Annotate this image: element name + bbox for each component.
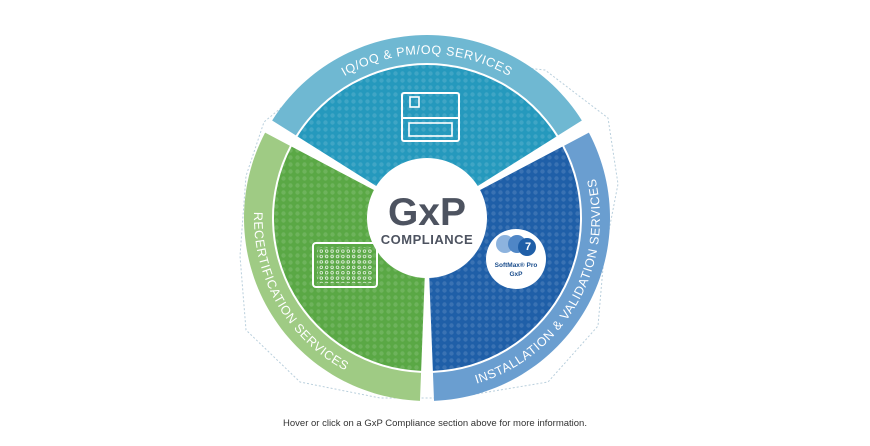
version-glyph: 7 <box>525 241 531 253</box>
caption: Hover or click on a GxP Compliance secti… <box>283 418 587 429</box>
hub-circle <box>371 162 483 274</box>
badge-line1: SoftMax® Pro <box>495 261 538 269</box>
badge-line2: GxP <box>509 271 523 278</box>
microplate-icon <box>312 242 378 288</box>
hub-title: GxP <box>388 191 466 234</box>
segment-installation-validation-services[interactable]: INSTALLATION & VALIDATION SERVICES 7 Sof… <box>429 132 610 401</box>
installation-outer-band <box>432 132 610 401</box>
hub: GxP COMPLIANCE <box>371 162 483 274</box>
hub-subtitle: COMPLIANCE <box>381 232 473 247</box>
recertification-outer-band <box>243 132 422 401</box>
softmax-pro-gxp-badge: 7 SoftMax® Pro GxP <box>486 229 546 289</box>
segment-recertification-services[interactable]: RECERTIFICATION SERVICES <box>243 132 425 401</box>
segment-iq-oq-pm-oq-services[interactable]: IQ/OQ & PM/OQ SERVICES <box>272 35 582 187</box>
iq-texture <box>297 65 557 187</box>
instrument-icon <box>401 92 460 142</box>
iq-outer-band <box>272 35 582 136</box>
